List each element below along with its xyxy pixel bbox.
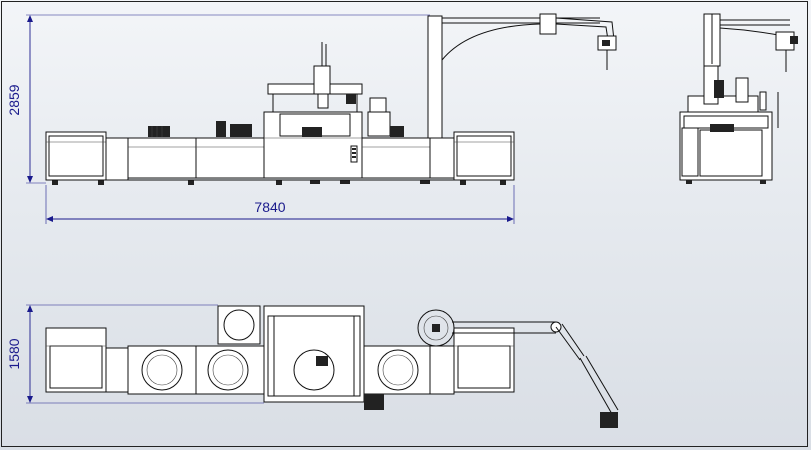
width-dimension-label: 1580 [6, 338, 22, 369]
dimension-length: 7840 [45, 185, 515, 224]
side-view [679, 13, 798, 184]
dimension-width: 1580 [6, 304, 264, 404]
dimension-height: 2859 [6, 14, 430, 184]
height-dimension-label: 2859 [6, 84, 22, 115]
top-view [45, 305, 619, 428]
front-view [45, 13, 617, 185]
length-dimension-label: 7840 [254, 199, 285, 215]
